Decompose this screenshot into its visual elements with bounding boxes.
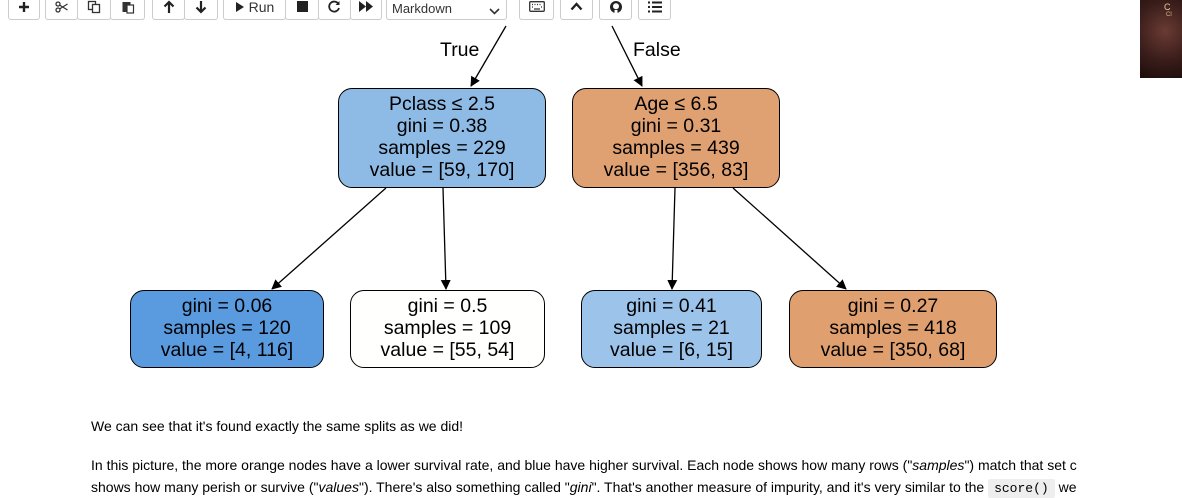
edge-right-leaf4 [732,187,847,290]
node-line: value = [4, 116] [160,339,294,361]
chevron-up-icon [570,2,583,11]
node-line: gini = 0.38 [396,115,488,137]
plus-icon [18,1,30,13]
paragraph-text: we [1054,479,1077,495]
fast-forward-icon [359,1,373,12]
arrow-down-icon [195,0,207,14]
restart-icon [328,0,341,13]
tree-edges [271,25,847,290]
emphasis-gini: gini [569,479,592,495]
node-line: samples = 229 [378,137,506,159]
node-line: samples = 439 [612,137,740,159]
paragraph-text: In this picture, the more orange nodes h… [91,457,913,473]
command-palette-button[interactable] [519,0,554,20]
markdown-paragraph: shows how many perish or survive ("value… [91,479,1077,498]
node-line: gini = 0.41 [626,295,717,317]
paragraph-text: ") match that set c [964,457,1077,473]
github-icon [609,0,623,14]
thumbnail-text: C [1164,2,1171,12]
node-line: value = [356, 83] [603,159,749,181]
run-button[interactable]: Run [223,0,286,20]
node-line: samples = 120 [163,317,291,339]
node-line: Age ≤ 6.5 [634,93,718,115]
move-down-button[interactable] [184,0,218,20]
node-line: gini = 0.5 [407,295,488,317]
restart-run-all-button[interactable] [350,0,382,20]
node-line: samples = 21 [613,317,730,339]
insert-cell-button[interactable] [8,0,40,20]
notebook-toolbar: Run Markdown [0,0,1130,24]
list-icon [647,1,662,13]
webcam-thumbnail: C Cl [1140,0,1182,78]
edge-right-leaf3 [667,187,678,290]
emphasis-values: values [318,479,359,495]
collapse-header-button[interactable] [560,0,593,20]
chevron-down-icon [489,3,500,18]
run-label: Run [248,0,275,15]
node-line: samples = 418 [829,317,957,339]
table-of-contents-button[interactable] [638,0,671,20]
thumbnail-subtext: Cl [1166,12,1172,18]
run-icon [235,1,245,13]
copy-button[interactable] [77,0,111,20]
edge-label-true: True [440,39,480,61]
node-line: value = [350, 68] [820,339,966,361]
node-line: value = [6, 15] [609,339,734,361]
tree-node-pclass: Pclass ≤ 2.5 gini = 0.38 samples = 229 v… [338,88,546,188]
paragraph-text: shows how many perish or survive (" [91,479,319,495]
node-line: Pclass ≤ 2.5 [388,93,496,115]
edge-root-left [470,25,507,87]
emphasis-samples: samples [912,457,965,473]
cell-type-value: Markdown [392,1,452,16]
scissors-icon [54,0,69,13]
paragraph-text: "). There's also something called " [358,479,570,495]
node-line: value = [55, 54] [380,339,515,361]
node-line: value = [59, 170] [369,159,515,181]
stop-icon [296,1,308,12]
edge-root-right [611,25,643,87]
node-line: gini = 0.27 [847,295,939,317]
node-line: gini = 0.31 [630,115,722,137]
node-line: gini = 0.06 [181,295,273,317]
node-line: samples = 109 [383,317,512,339]
tree-leaf-1: gini = 0.06 samples = 120 value = [4, 11… [130,290,324,368]
tree-node-age: Age ≤ 6.5 gini = 0.31 samples = 439 valu… [572,88,780,188]
keyboard-icon [528,1,545,12]
arrow-up-icon [163,0,175,14]
paste-icon [121,0,135,14]
cut-button[interactable] [45,0,78,20]
copy-icon [87,0,101,14]
tree-leaf-4: gini = 0.27 samples = 418 value = [350, … [789,290,997,368]
inline-code: score() [988,479,1055,498]
tree-leaf-3: gini = 0.41 samples = 21 value = [6, 15] [581,290,762,368]
github-button[interactable] [599,0,632,20]
edge-left-leaf2 [440,187,451,290]
markdown-paragraph: We can see that it's found exactly the s… [91,418,463,434]
edge-label-false: False [633,39,681,61]
tree-leaf-2: gini = 0.5 samples = 109 value = [55, 54… [350,290,545,368]
markdown-paragraph: In this picture, the more orange nodes h… [91,457,1077,473]
edge-left-leaf1 [271,187,387,290]
paragraph-text: We can see that it's found exactly the s… [91,418,464,434]
paste-button[interactable] [110,0,145,20]
paragraph-text: ". That's another measure of impurity, a… [591,479,989,495]
cell-type-select[interactable]: Markdown [386,0,507,20]
